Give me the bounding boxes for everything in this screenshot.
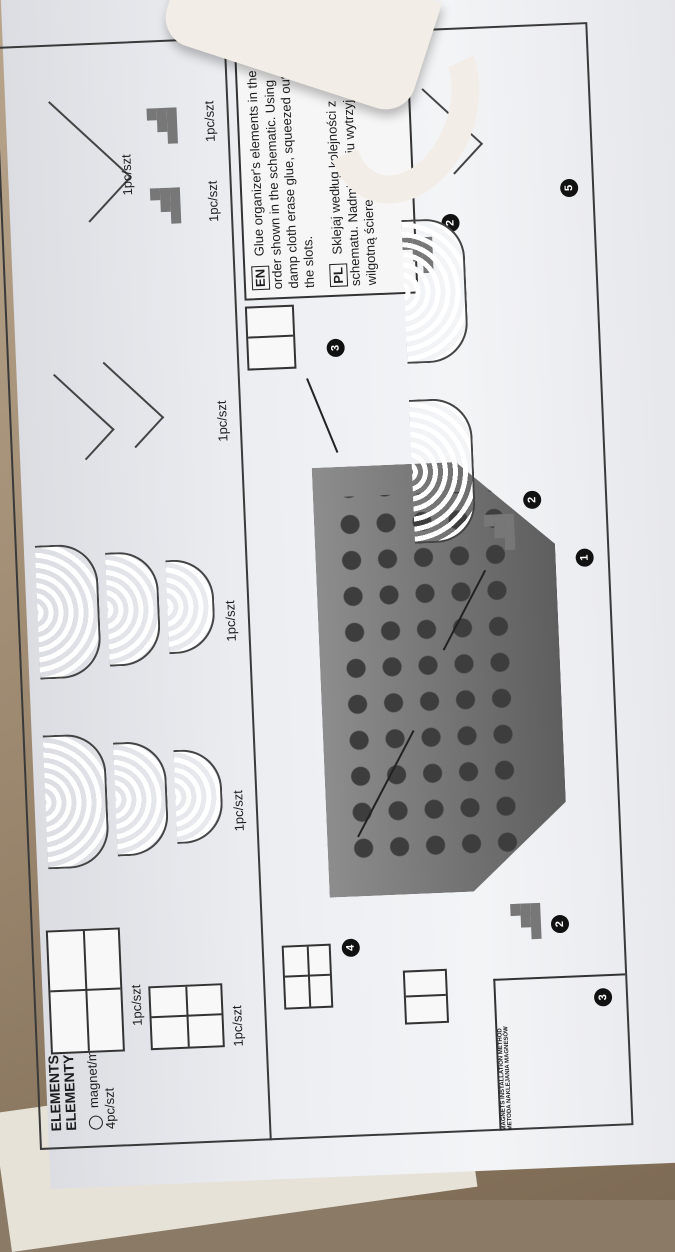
small-panels-icon [148, 983, 225, 1051]
stair-part-icon [510, 902, 542, 941]
side-panel-icon [402, 968, 450, 1025]
comb-part-icon [113, 740, 170, 857]
qty-label: 1pc/szt [128, 984, 145, 1027]
comb-part-icon [408, 397, 477, 544]
lang-tag-pl: PL [329, 263, 349, 288]
side-panel-icon [281, 943, 334, 1010]
comb-part-icon [401, 217, 470, 364]
qty-label: 1pc/szt [118, 154, 136, 196]
stair-part-icon [483, 513, 516, 551]
qty-label: 1pc/szt [222, 600, 239, 642]
comb-part-icon [42, 732, 111, 870]
comb-part-icon [105, 550, 162, 667]
title-pl: ELEMENTY [60, 1054, 80, 1132]
comb-part-icon [34, 543, 103, 680]
magnet-installation-box: MAGNETS INSTALLATION METHOD METODA NAKLE… [493, 973, 632, 1131]
qty-label: 1pc/szt [229, 1005, 246, 1047]
qty-label: 1pc/szt [213, 400, 231, 443]
comb-part-s-icon [165, 558, 217, 655]
instruction-sheet: ELEMENTS ELEMENTY magnet/magnes 4pc/szt … [0, 22, 639, 1151]
qty-label: 1pc/szt [204, 180, 222, 223]
qty-label: 1pc/szt [230, 789, 247, 832]
panel-icon [244, 304, 297, 371]
magnet-icon [88, 1115, 103, 1130]
hexagon-base-icon [7, 101, 132, 223]
elements-panel: ELEMENTS ELEMENTY magnet/magnes 4pc/szt … [0, 41, 272, 1150]
elements-title: ELEMENTS ELEMENTY [45, 1054, 80, 1132]
stair-part-icon [146, 107, 178, 145]
lang-tag-en: EN [251, 265, 271, 291]
magnet-qty: 4pc/szt [101, 1087, 118, 1130]
base-panels-icon [45, 927, 125, 1055]
stair-part-icon [149, 187, 182, 225]
qty-label: 1pc/szt [201, 100, 218, 143]
instruction-en-text: Glue organizer's elements in the order s… [243, 60, 318, 290]
comb-part-b-icon [173, 748, 225, 844]
